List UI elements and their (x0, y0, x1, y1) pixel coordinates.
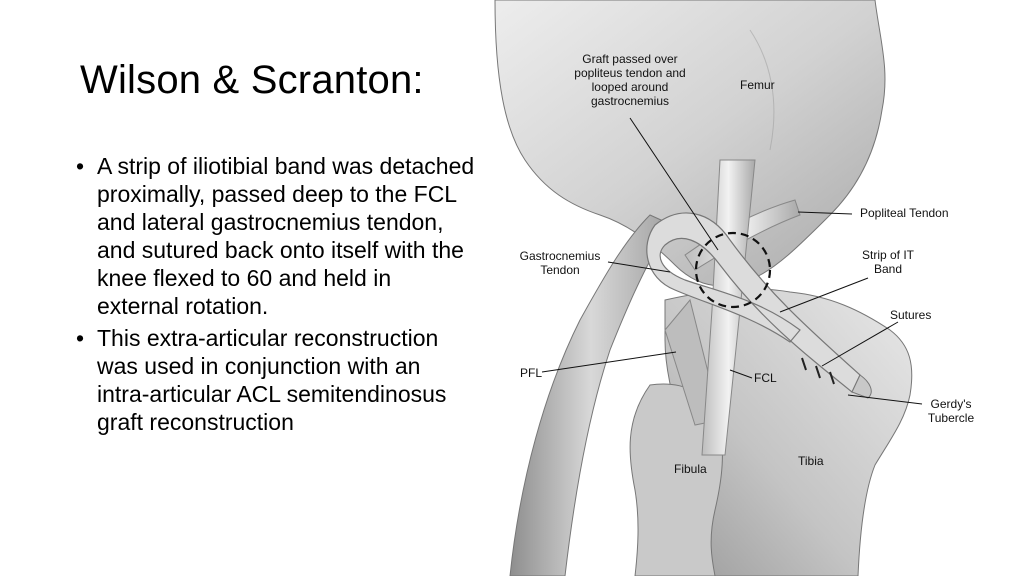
slide-title: Wilson & Scranton: (80, 58, 424, 102)
it-band-strip (646, 212, 861, 393)
highlight-dashed-circle (694, 231, 772, 309)
bullet-item: This extra-articular reconstruction was … (76, 324, 476, 436)
leader-lines (541, 117, 923, 405)
knee-illustration (494, 0, 923, 576)
label-graft: Graft passed over popliteus tendon and l… (574, 52, 686, 108)
label-femur: Femur (740, 78, 775, 92)
label-popliteal-tendon: Popliteal Tendon (860, 206, 949, 220)
bullet-list: A strip of iliotibial band was detached … (76, 152, 476, 440)
label-fibula: Fibula (674, 462, 707, 476)
label-fcl: FCL (754, 371, 777, 385)
knee-anatomy-figure: Graft passed over popliteus tendon and l… (450, 0, 1024, 576)
label-gerdys-tubercle: Gerdy's Tubercle (927, 397, 975, 425)
bullet-item: A strip of iliotibial band was detached … (76, 152, 476, 320)
label-gastrocnemius-tendon: Gastrocnemius Tendon (519, 249, 601, 277)
label-strip-it-band: Strip of IT Band (861, 248, 914, 276)
label-sutures: Sutures (890, 308, 932, 322)
suture-marks (801, 357, 835, 385)
label-tibia: Tibia (798, 454, 824, 468)
label-pfl: PFL (520, 366, 543, 380)
femur-bone (494, 0, 886, 287)
